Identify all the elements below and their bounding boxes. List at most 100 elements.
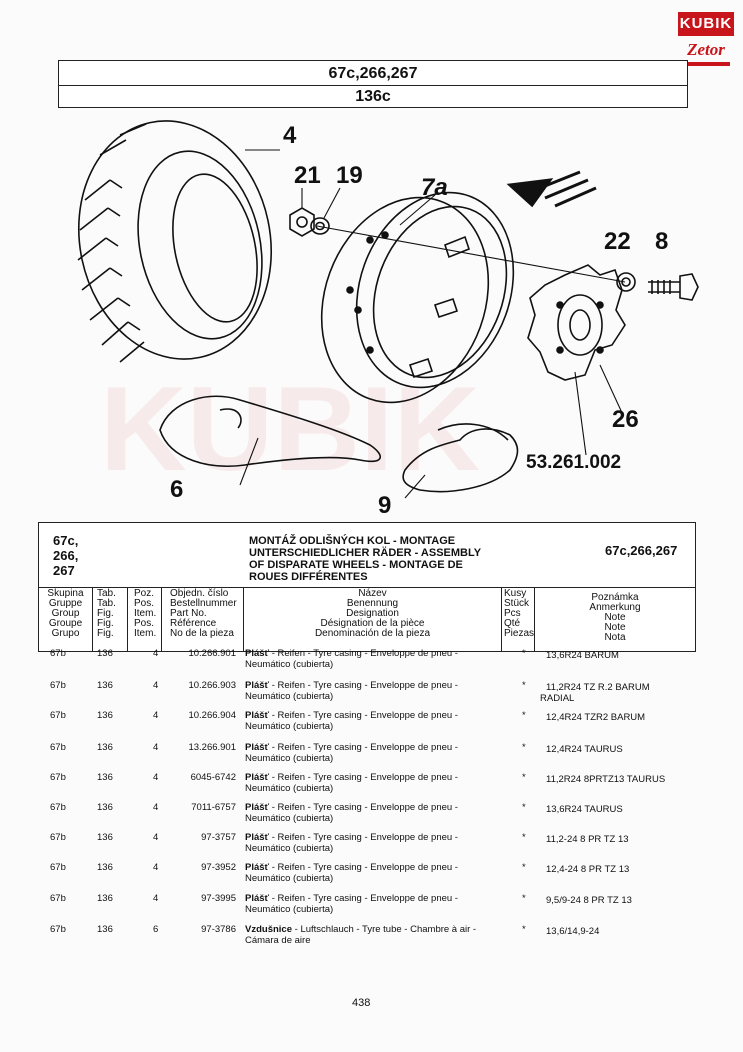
cell-name-line2: Neumático (cubierta): [245, 691, 334, 702]
cell-tab: 136: [97, 648, 113, 659]
cell-tab: 136: [97, 924, 113, 935]
cell-name-rest: - Reifen - Tyre casing - Enveloppe de pn…: [269, 680, 458, 691]
assembly-title: MONTÁŽ ODLIŠNÝCH KOL - MONTAGE UNTERSCHI…: [249, 535, 481, 583]
cell-qty: *: [522, 710, 526, 721]
cell-name-line2: Neumático (cubierta): [245, 783, 334, 794]
cell-qty: *: [522, 862, 526, 873]
cell-group: 67b: [50, 742, 66, 753]
tube-6-drawing: [159, 395, 381, 468]
cell-qty: *: [522, 893, 526, 904]
cell-name: Plášť - Reifen - Tyre casing - Enveloppe…: [245, 862, 458, 873]
cell-group: 67b: [50, 680, 66, 691]
cell-pos: 4: [153, 710, 159, 721]
header-line: Pcs: [504, 608, 521, 619]
header-line: Skupina: [47, 588, 84, 599]
watermark-kubik: KUBIK: [100, 362, 480, 496]
cell-name-rest: - Reifen - Tyre casing - Enveloppe de pn…: [269, 802, 458, 813]
cell-tab: 136: [97, 742, 113, 753]
cell-group: 67b: [50, 802, 66, 813]
cell-qty: *: [522, 742, 526, 753]
cell-note: 11,2R24 TZ R.2 BARUM: [546, 682, 650, 693]
cell-name-rest: - Reifen - Tyre casing - Enveloppe de pn…: [269, 710, 458, 721]
header-line: Piezas: [504, 628, 535, 639]
header-line: Grupo: [51, 628, 80, 639]
header-line: Fig.: [97, 608, 114, 619]
cell-name-primary: Plášť: [245, 742, 270, 753]
cell-part-number: 10.266.904: [188, 710, 236, 721]
cell-name: Plášť - Reifen - Tyre casing - Enveloppe…: [245, 893, 458, 904]
header-line: Note: [604, 622, 626, 633]
page-number: 438: [352, 997, 371, 1009]
cell-name-line2: Neumático (cubierta): [245, 813, 334, 824]
cell-pos: 4: [153, 680, 159, 691]
header-line: Group: [51, 608, 80, 619]
cell-name-line2: Neumático (cubierta): [245, 659, 334, 670]
header-line: Bestellnummer: [170, 598, 237, 609]
cell-part-number: 97-3952: [201, 862, 236, 873]
callout-21: 21: [294, 162, 321, 189]
cell-name-primary: Plášť: [245, 802, 270, 813]
cell-note: 11,2R24 8PRTZ13 TAURUS: [546, 774, 666, 785]
header-line: Item.: [134, 628, 157, 639]
cell-name-rest: - Reifen - Tyre casing - Enveloppe de pn…: [269, 862, 458, 873]
cell-note: 9,5/9-24 8 PR TZ 13: [546, 895, 632, 906]
header-models: 67c,266,267: [328, 65, 418, 82]
cell-note: 13,6R24 BARUM: [546, 650, 619, 661]
header-line: Tab.: [97, 588, 116, 599]
header-line: Pos.: [134, 618, 155, 629]
header-line: Gruppe: [48, 598, 83, 609]
col-divider: [243, 587, 244, 651]
hub-flange-26-drawing: [527, 264, 626, 381]
leader-lines: [239, 149, 626, 499]
cell-note: 12,4-24 8 PR TZ 13: [546, 864, 630, 875]
col-divider: [127, 587, 128, 651]
cell-qty: *: [522, 680, 526, 691]
header-line: Part No.: [170, 608, 207, 619]
cell-name-rest: - Reifen - Tyre casing - Enveloppe de pn…: [269, 772, 458, 783]
col-note-header: Poznámka Anmerkung Note Note Nota: [535, 593, 695, 643]
header-box: 67c,266,267 136c: [58, 60, 688, 108]
assembly-title-line: UNTERSCHIEDLICHER RÄDER - ASSEMBLY: [249, 547, 482, 559]
callout-22: 22: [604, 228, 631, 255]
cell-pos: 6: [153, 924, 159, 935]
header-line: No de la pieza: [170, 628, 234, 639]
cell-name-rest: - Reifen - Tyre casing - Enveloppe de pn…: [269, 742, 458, 753]
kubik-zetor-logo: KUBIK Zetor: [678, 12, 734, 68]
cell-note: 11,2-24 8 PR TZ 13: [546, 834, 629, 845]
cell-tab: 136: [97, 772, 113, 783]
cell-name-line2: Neumático (cubierta): [245, 843, 334, 854]
direction-arrow: [506, 170, 597, 208]
cell-pos: 4: [153, 832, 159, 843]
cell-pos: 4: [153, 648, 159, 659]
cell-name-primary: Vzdušnice: [245, 924, 292, 935]
cell-part-number: 7011-6757: [191, 802, 236, 813]
callout-8: 8: [655, 228, 669, 255]
header-line: Designation: [346, 608, 399, 619]
header-line: Nota: [604, 632, 626, 643]
group-title-line: 67c,: [53, 533, 79, 548]
cell-name: Vzdušnice - Luftschlauch - Tyre tube - C…: [245, 924, 476, 935]
wheel-assembly-diagram: [77, 120, 699, 499]
cell-part-number: 13.266.901: [188, 742, 236, 753]
assembly-title-line: OF DISPARATE WHEELS - MONTAGE DE: [249, 559, 463, 571]
washer-19-drawing: [310, 217, 330, 235]
cell-note: 12,4R24 TZR2 BARUM: [546, 712, 646, 723]
header-line: Fig.: [97, 618, 114, 629]
header-line: Denominación de la pieza: [314, 628, 431, 639]
col-divider: [501, 587, 502, 651]
bolt-8-drawing: [648, 273, 699, 301]
cell-name: Plášť - Reifen - Tyre casing - Enveloppe…: [245, 648, 458, 659]
callout-19: 19: [336, 162, 363, 189]
cell-name-primary: Plášť: [245, 862, 270, 873]
header-line: Item.: [134, 608, 157, 619]
cell-name-rest: - Reifen - Tyre casing - Enveloppe de pn…: [269, 648, 458, 659]
cell-pos: 4: [153, 802, 159, 813]
cell-name-line2: Neumático (cubierta): [245, 753, 334, 764]
cell-note: 12,4R24 TAURUS: [546, 744, 623, 755]
assembly-title-line: ROUES DIFFÉRENTES: [249, 571, 368, 583]
cell-tab: 136: [97, 862, 113, 873]
cell-group: 67b: [50, 893, 66, 904]
cell-note: 13,6/14,9-24: [546, 926, 600, 937]
header-sub-model: 136c: [355, 88, 391, 105]
cell-name: Plášť - Reifen - Tyre casing - Enveloppe…: [245, 710, 458, 721]
